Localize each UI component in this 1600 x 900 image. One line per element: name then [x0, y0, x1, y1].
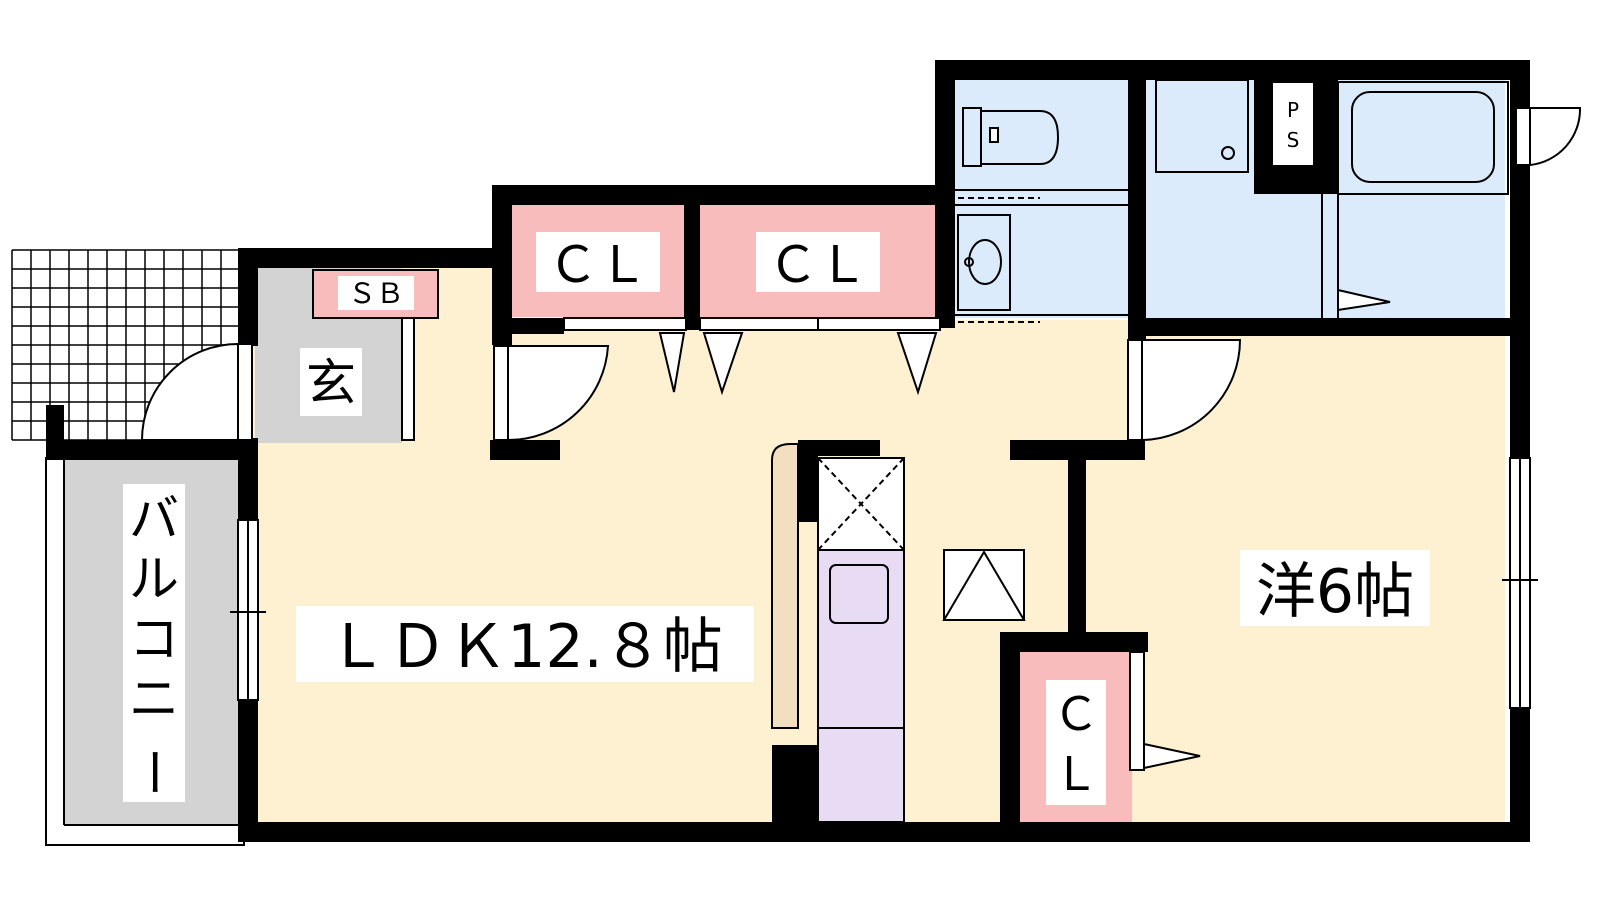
closet-rail-center-b — [817, 317, 941, 331]
wall-kitchen-bottom-post — [772, 745, 818, 840]
closet-bedroom-label-1: Ｃ — [1053, 687, 1099, 741]
wall-bedroom-closet-left — [1000, 632, 1020, 842]
laundry-drain — [1221, 146, 1235, 160]
water-fixtures — [955, 79, 1509, 323]
wall-closet-bottom-stub — [492, 318, 564, 334]
cabinet-cross-2 — [817, 457, 905, 551]
wall-top-water — [935, 60, 1530, 80]
bathtub — [1337, 81, 1509, 195]
closet-rail-left — [563, 317, 687, 331]
pipe-space — [1271, 81, 1315, 167]
wall-top-closets — [492, 185, 955, 205]
wall-right — [1510, 60, 1530, 842]
entrance-label: 玄 — [306, 354, 356, 412]
bath-door-swing — [1337, 288, 1391, 312]
wall-kitchen-top — [798, 440, 880, 456]
fridge-space — [771, 443, 799, 729]
bedroom-door-arc — [1141, 339, 1242, 442]
loft-hatch — [943, 549, 1025, 621]
western-label-bg — [1240, 550, 1430, 626]
washbasin-bowl — [968, 239, 1002, 285]
swing-doors — [140, 107, 1582, 442]
ldk-label: ＬＤＫ12.８帖 — [327, 612, 722, 682]
shoebox-label-bg — [338, 276, 414, 310]
toilet-button — [989, 127, 999, 143]
kitchen-sink — [829, 564, 889, 624]
kitchen — [771, 443, 1026, 823]
ps-label-p: P — [1287, 98, 1299, 122]
bath-exterior-door — [1529, 107, 1582, 167]
closet-door-swing-3 — [896, 332, 938, 396]
wall-kitchen-left — [798, 440, 818, 522]
balcony-char-3: コ — [129, 610, 179, 668]
closet-doors — [563, 317, 1201, 771]
wall-left-entrance — [238, 248, 258, 346]
washbasin — [957, 214, 1011, 311]
entrance-door-leaf — [237, 343, 253, 441]
closet-center-label: ＣＬ — [768, 236, 868, 294]
closet-rail-center-a — [699, 317, 819, 331]
toilet-bowl — [980, 110, 1060, 165]
loft-hatch-triangle — [942, 550, 1026, 621]
balcony-char-2: ル — [129, 550, 179, 608]
shoebox-label: ＳＢ — [348, 277, 404, 310]
balcony-char-5: ー — [124, 747, 182, 797]
toilet-tank — [962, 107, 982, 167]
wall-water-bottom — [1128, 318, 1530, 336]
wall-left-lower — [238, 700, 258, 842]
wall-closet-divider — [684, 200, 700, 330]
closet-left-label-bg — [536, 232, 660, 292]
wall-bedroom-left — [1068, 440, 1086, 645]
wall-entrance-bottom-left — [46, 440, 258, 460]
windows — [230, 317, 1538, 709]
ldk-label-bg — [296, 606, 754, 682]
wall-top-entrance — [238, 248, 512, 268]
hall-door-arc — [507, 345, 610, 442]
bath-exterior-door-leaf — [1515, 107, 1531, 166]
ps-label-s: S — [1287, 128, 1300, 152]
bedroom-closet-rail — [1129, 651, 1145, 771]
western-label: 洋6帖 — [1256, 557, 1414, 627]
balcony-label-bg — [123, 484, 185, 802]
closet-center-label-bg — [756, 232, 880, 292]
bedroom-closet-swing — [1143, 742, 1201, 770]
wall-stub-door — [46, 405, 64, 460]
entrance-door-arc — [140, 342, 239, 441]
laundry-pan — [1155, 79, 1249, 173]
bathtub-inner — [1351, 91, 1495, 183]
closet-bedroom-label-2: Ｌ — [1053, 747, 1099, 801]
closet-left-label: ＣＬ — [548, 236, 648, 294]
wall-bath-left — [1322, 60, 1338, 194]
entrance-side-window — [401, 317, 415, 441]
entrance-label-bg — [300, 348, 362, 416]
balcony-char-1: バ — [129, 490, 179, 548]
wall-bedroom-closet-top — [1000, 632, 1148, 652]
closet-bedroom-label-bg — [1046, 680, 1106, 805]
closet-door-swing-2 — [702, 332, 744, 396]
hall-door-leaf — [493, 345, 509, 441]
kitchen-counter — [817, 549, 905, 823]
washbasin-tap — [964, 257, 974, 267]
wall-bottom — [238, 822, 1530, 842]
outdoor-grate — [11, 249, 238, 441]
bedroom-door-leaf — [1127, 339, 1143, 441]
closet-door-swing-1 — [658, 332, 686, 393]
balcony-char-4: ニ — [129, 670, 179, 728]
wall-entrance-bottom-right — [490, 440, 560, 460]
labels: ＬＤＫ12.８帖 洋6帖 玄 ＳＢ ＣＬ ＣＬ Ｃ Ｌ バ ル コ ニ ー P … — [123, 98, 1430, 805]
